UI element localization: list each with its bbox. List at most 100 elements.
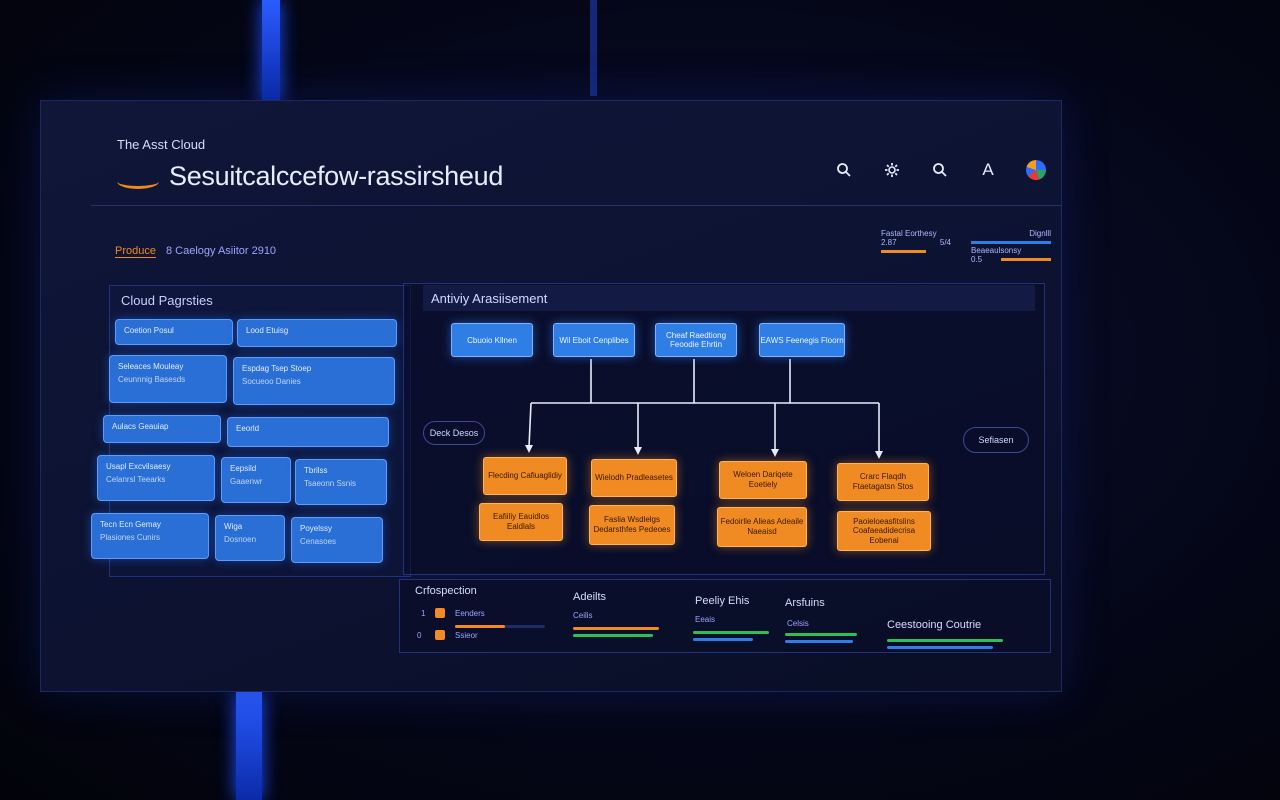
property-tile[interactable]: Coetion Posul <box>115 319 233 345</box>
property-tile[interactable]: Eeorld <box>227 417 389 447</box>
summary-sub: Celsis <box>787 619 809 628</box>
tile-title: Coetion Posul <box>124 326 174 335</box>
breadcrumb-item[interactable]: 8 Caelogy Asiitor 2910 <box>165 245 277 257</box>
progress-fill <box>887 639 1003 642</box>
legend-index: 1 <box>421 609 426 618</box>
flow-node-blue[interactable]: Wil Eboit Cenplibes <box>553 323 635 357</box>
progress-fill <box>573 627 659 630</box>
tile-subtitle: Cenasoes <box>300 537 337 546</box>
backdrop-light-bar <box>262 0 280 102</box>
tile-title: Usapl Excvilsaesy <box>106 462 171 471</box>
stat-bar <box>971 241 1051 244</box>
summary-sub: Ceilis <box>573 611 593 620</box>
legend-index: 0 <box>417 631 422 640</box>
stat-bar <box>881 250 926 253</box>
progress-fill <box>693 631 769 634</box>
legend-label: Ssieor <box>455 631 478 640</box>
progress-fill <box>887 646 993 649</box>
flow-node-orange[interactable]: Flecding Cafiuaglidiy <box>483 457 567 495</box>
flow-node-orange[interactable]: Eafiiliy Eauidlos Ealdlals <box>479 503 563 541</box>
flow-node-orange[interactable]: Paoieloeasfitslins Coafaeadidecrisa Eobe… <box>837 511 931 551</box>
header-toolbar: A <box>831 157 1049 183</box>
brand-logo-icon <box>117 174 159 189</box>
summary-sub: Eeais <box>695 615 716 624</box>
panel-title: Cloud Pagrsties <box>121 293 213 308</box>
tile-title: Espdag Tsep Stoep <box>242 364 312 373</box>
flow-connectors <box>525 359 883 459</box>
header-divider <box>91 205 1061 206</box>
flow-node-blue[interactable]: Cbuoio Kllnen <box>451 323 533 357</box>
stat-label: Beaeaulsonsy <box>971 246 1022 255</box>
tile-title: Aulacs Geauiap <box>112 422 169 431</box>
breadcrumb-active[interactable]: Produce <box>115 245 156 258</box>
tile-subtitle: Celanrsl Teearks <box>106 475 166 484</box>
stat-label: Dignlll <box>1029 229 1051 238</box>
summary-title: Crfospection <box>415 585 477 597</box>
panel-header <box>423 285 1035 311</box>
progress-fill <box>785 633 857 636</box>
progress-fill <box>785 640 853 643</box>
globe-icon[interactable] <box>1023 157 1049 183</box>
tile-title: Tbrilss <box>304 466 328 475</box>
flow-node-orange[interactable]: Faslia Wsdlelgs Dedarsthfes Pedeoes <box>589 505 675 545</box>
backdrop-light-bar <box>590 0 597 96</box>
flow-node-orange[interactable]: Weloen Dariqete Eoetiely <box>719 461 807 499</box>
tile-subtitle: Ceunnnig Basesds <box>118 375 186 384</box>
progress-fill <box>455 625 505 628</box>
tile-title: Eepsild <box>230 464 257 473</box>
panel-title: Antiviy Arasiisement <box>431 291 548 306</box>
backdrop-light-bar <box>236 692 262 800</box>
right-pill-button[interactable]: Sefiasen <box>963 427 1029 453</box>
summary-title: Peeliy Ehis <box>695 595 750 607</box>
stat-value: 0.5 <box>971 255 983 264</box>
summary-title: Adeilts <box>573 591 607 603</box>
tile-title: Wiga <box>224 522 243 531</box>
tile-title: Tecn Ecn Gemay <box>100 520 161 529</box>
tile-title: Poyelssy <box>300 524 333 533</box>
progress-fill <box>573 634 653 637</box>
flow-node-blue[interactable]: EAWS Feenegis Floorn <box>759 323 845 357</box>
flow-node-orange[interactable]: Fedoirlle Alieas Adeaile Naeaisd <box>717 507 807 547</box>
summary-title: Ceestooing Coutrie <box>887 619 982 631</box>
mini-stats: Fastal Eorthesy Dignlll 2.87 5/4 Beaeauls… <box>881 229 1051 264</box>
search-icon[interactable] <box>831 157 857 183</box>
breadcrumb: Produce 8 Caelogy Asiitor 2910 <box>115 245 276 258</box>
property-tile[interactable]: Aulacs Geauiap <box>103 415 221 443</box>
flow-node-orange[interactable]: Crarc Flaqdh Ftaetagatsn Stos <box>837 463 929 501</box>
tile-subtitle: Tsaeonn Ssnis <box>304 479 357 488</box>
progress-fill <box>693 638 753 641</box>
text-icon[interactable]: A <box>982 160 994 179</box>
summary-title: Arsfuins <box>785 597 825 609</box>
left-pill-button[interactable]: Deck Desos <box>423 421 485 445</box>
flow-node-orange[interactable]: Wielodh Pradleasetes <box>591 459 677 497</box>
stat-bar <box>1001 258 1051 261</box>
flow-node-blue[interactable]: Cheaf Raedtiong Feoodie Ehrtin <box>655 323 737 357</box>
gear-icon[interactable] <box>879 157 905 183</box>
stat-value: 2.87 <box>881 238 897 247</box>
monitor-screen: The Asst Cloud Sesuitcalccefow-rassirshe… <box>40 100 1062 692</box>
tile-subtitle: Plasiones Cunirs <box>100 533 161 542</box>
page-title: Sesuitcalccefow-rassirsheud <box>169 161 504 191</box>
stat-aux: 5/4 <box>939 238 951 247</box>
search-icon[interactable] <box>927 157 953 183</box>
brand-subtitle: The Asst Cloud <box>117 137 206 152</box>
tile-title: Eeorld <box>236 424 260 433</box>
stat-label: Fastal Eorthesy <box>881 229 937 238</box>
tile-subtitle: Socueoo Danies <box>242 377 301 386</box>
property-tile[interactable]: Lood Etuisg <box>237 319 397 347</box>
legend-swatch <box>435 608 445 618</box>
tile-subtitle: Gaaenwr <box>230 477 263 486</box>
tile-title: Lood Etuisg <box>246 326 289 335</box>
legend-swatch <box>435 630 445 640</box>
tile-title: Seleaces Mouleay <box>118 362 184 371</box>
legend-label: Eenders <box>455 609 485 618</box>
tile-subtitle: Dosnoen <box>224 535 257 544</box>
